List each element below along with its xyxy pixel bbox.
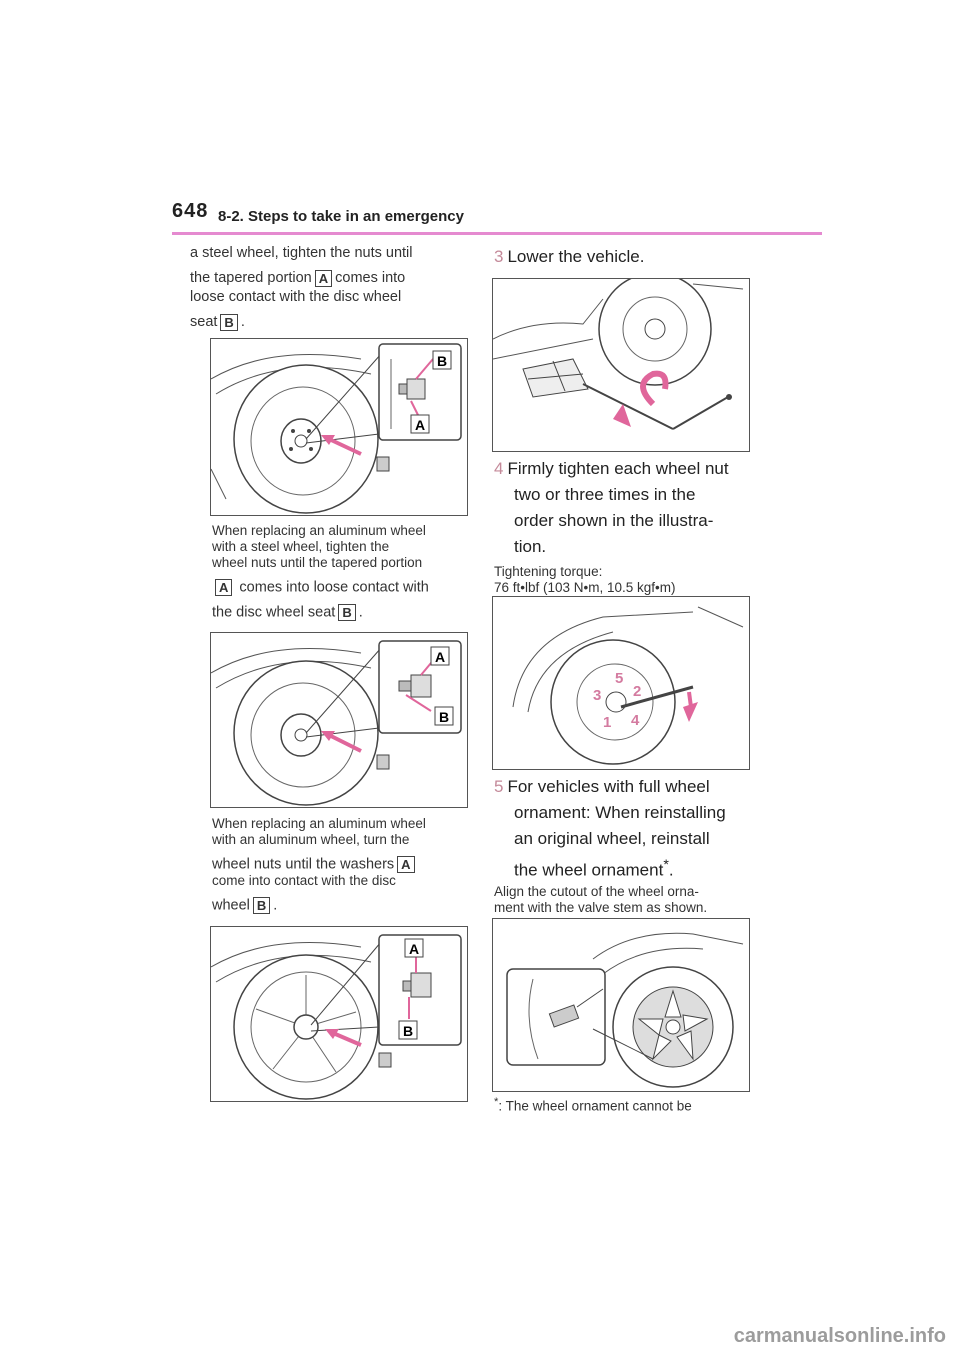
svg-text:A: A [409,941,419,957]
watermark: carmanualsonline.info [733,1325,946,1347]
footnote: *: The wheel ornament cannot be [494,1096,692,1114]
wheel-illustration-3: A B [211,934,462,1100]
wheel-illustration-2: A B [211,640,462,806]
svg-text:A: A [435,649,445,665]
nut-order-4: 4 [631,712,640,729]
label-b-badge: B [338,604,356,621]
svg-text:B: B [437,353,447,369]
figure-wheel-ornament [492,918,750,1092]
page-number: 648 [172,200,209,222]
figure-alu-to-steel: A B [210,632,468,808]
svg-text:B: B [403,1023,413,1039]
align-instruction: Align the cutout of the wheel orna- ment… [494,884,708,915]
nut-order-1: 1 [603,714,611,731]
label-b-badge: B [252,897,271,914]
label-a-badge: A [314,269,333,287]
paragraph-alu-to-steel: When replacing an aluminum wheel with a … [212,523,429,621]
wheel-ornament-illustration [506,932,744,1088]
svg-text:A: A [415,417,425,433]
header-rule [172,232,822,235]
nut-order-3: 3 [593,687,601,704]
tightening-torque: Tightening torque: 76 ft•lbf (103 N•m, 1… [494,564,676,595]
section-title: 8-2. Steps to take in an emergency [218,208,464,225]
paragraph-steel-wheel: a steel wheel, tighten the nuts until th… [190,245,413,331]
label-a-badge: A [397,856,415,873]
tighten-order-illustration: 5 3 2 1 4 [512,606,744,765]
label-a-badge: A [215,579,233,596]
figure-tighten-order: 5 3 2 1 4 [492,596,750,770]
nut-order-2: 2 [633,683,641,700]
label-b-badge: B [220,313,238,331]
nut-order-5: 5 [615,670,623,687]
paragraph-alu-to-alu: When replacing an aluminum wheel with an… [212,816,426,914]
figure-alu-to-alu: A B [210,926,468,1102]
figure-lower-vehicle [492,278,750,452]
wheel-illustration-1: B A [211,343,462,514]
svg-text:B: B [439,709,449,725]
jack-illustration [493,279,744,430]
figure-steel-nut: B A [210,338,468,516]
